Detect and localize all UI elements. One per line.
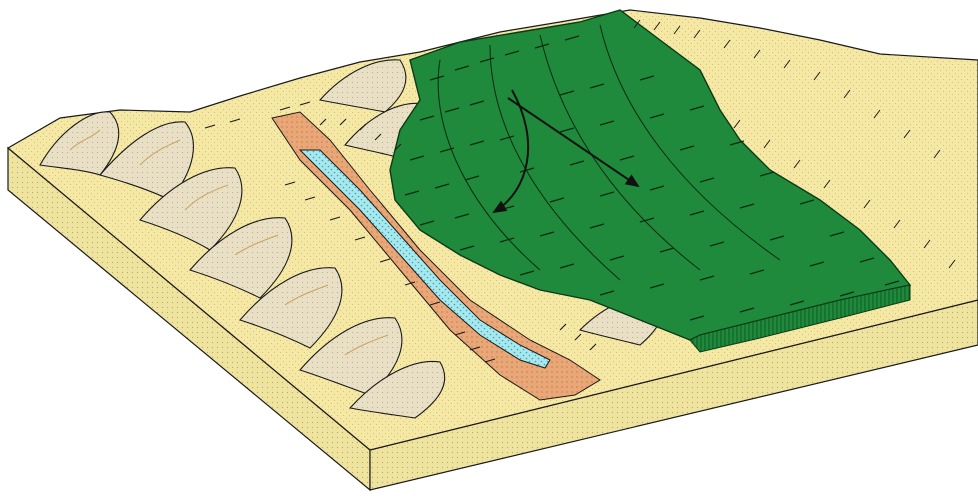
glacier-block-diagram bbox=[0, 0, 978, 496]
